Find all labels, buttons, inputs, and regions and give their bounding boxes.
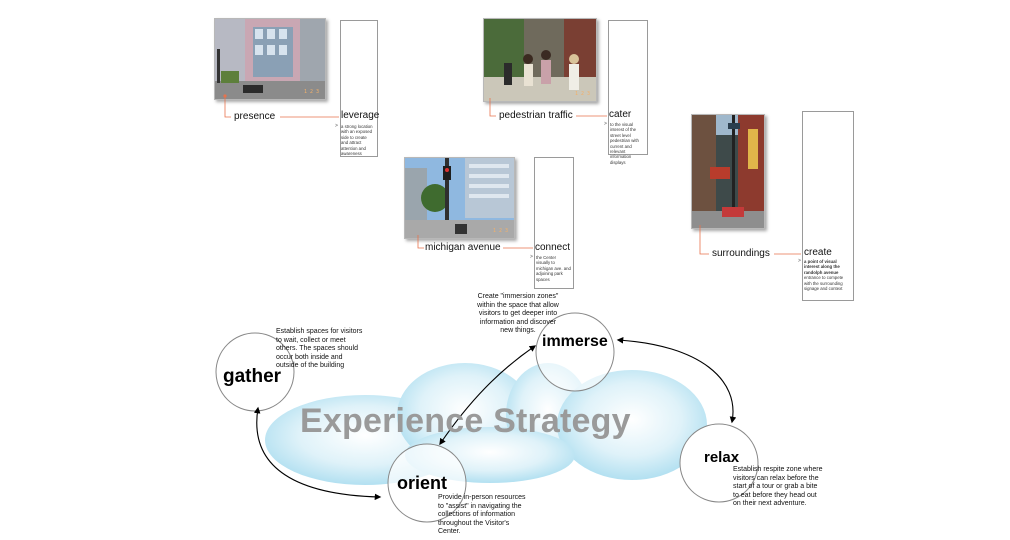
desc-text: to the visual interest of the street lev… <box>610 122 639 165</box>
leader-lines <box>223 94 801 255</box>
presence-photo: 1 2 3 <box>214 18 326 100</box>
node-relax: relax <box>704 449 740 466</box>
bullet-arrow-icon: > <box>798 258 801 264</box>
orient-circle <box>387 443 467 523</box>
photo-date-stamp: 1 2 3 <box>492 228 508 234</box>
create-box <box>802 111 854 301</box>
note-relax: Establish respite zone where visitors ca… <box>733 466 823 508</box>
desc-text: a strong location with an exposed side t… <box>341 124 373 157</box>
desc-text: the Center visually to michigan ave. and… <box>536 255 571 282</box>
note-gather: Establish spaces for visitors to wait, c… <box>276 328 363 370</box>
surroundings-photo <box>691 114 765 229</box>
verb-label-leverage: leverage <box>341 110 380 121</box>
surroundings-photo-scene <box>692 115 764 228</box>
desc-leverage: > a strong location with an exposed side… <box>335 123 375 157</box>
pedestrian-traffic-leader <box>489 98 607 117</box>
bullet-arrow-icon: > <box>335 123 338 129</box>
orient-to-immerse-arrow <box>439 345 537 446</box>
michigan-avenue-photo-scene <box>405 158 514 238</box>
desc-text: entrance to compete with the surrounding… <box>804 275 844 292</box>
note-orient: Provide in-person resources to "assist" … <box>438 494 526 536</box>
photo-date-stamp: 1 2 3 <box>303 89 319 95</box>
diagram-title: Experience Strategy <box>300 402 631 440</box>
verb-label-cater: cater <box>609 109 632 120</box>
bullet-arrow-icon: > <box>530 254 533 260</box>
presence-photo-scene <box>215 19 325 99</box>
presence-leader <box>223 94 339 118</box>
site-label-michigan-avenue: michigan avenue <box>425 242 501 253</box>
bullet-arrow-icon: > <box>604 121 607 127</box>
leverage-box <box>340 20 378 157</box>
site-label-presence: presence <box>234 111 276 122</box>
node-immerse: immerse <box>542 333 608 350</box>
cater-box <box>608 20 648 155</box>
pedestrian-traffic-photo-scene <box>484 19 596 101</box>
michigan-avenue-leader <box>417 235 533 249</box>
site-label-pedestrian-traffic: pedestrian traffic <box>499 110 573 121</box>
michigan-avenue-photo: 1 2 3 <box>404 157 515 239</box>
gather-to-orient-arrow <box>253 406 382 501</box>
photo-date-stamp: 1 2 3 <box>574 91 590 97</box>
immerse-to-relax-arrow <box>616 337 737 424</box>
node-orient: orient <box>397 473 448 493</box>
verb-label-create: create <box>804 247 832 258</box>
relax-circle <box>679 423 759 503</box>
note-immerse: Create "immersion zones" within the spac… <box>477 293 559 335</box>
connect-box <box>534 157 574 289</box>
verb-label-connect: connect <box>535 242 571 253</box>
desc-create: > a point of visual interest along the r… <box>798 258 851 292</box>
site-label-surroundings: surroundings <box>712 248 770 259</box>
pedestrian-traffic-photo: 1 2 3 <box>483 18 597 102</box>
desc-cater: > to the visual interest of the street l… <box>604 121 646 165</box>
desc-bold-text: a point of visual interest along the ran… <box>804 259 840 275</box>
node-gather: gather <box>223 366 282 387</box>
desc-connect: > the Center visually to michigan ave. a… <box>530 254 571 282</box>
surroundings-leader <box>699 225 801 255</box>
